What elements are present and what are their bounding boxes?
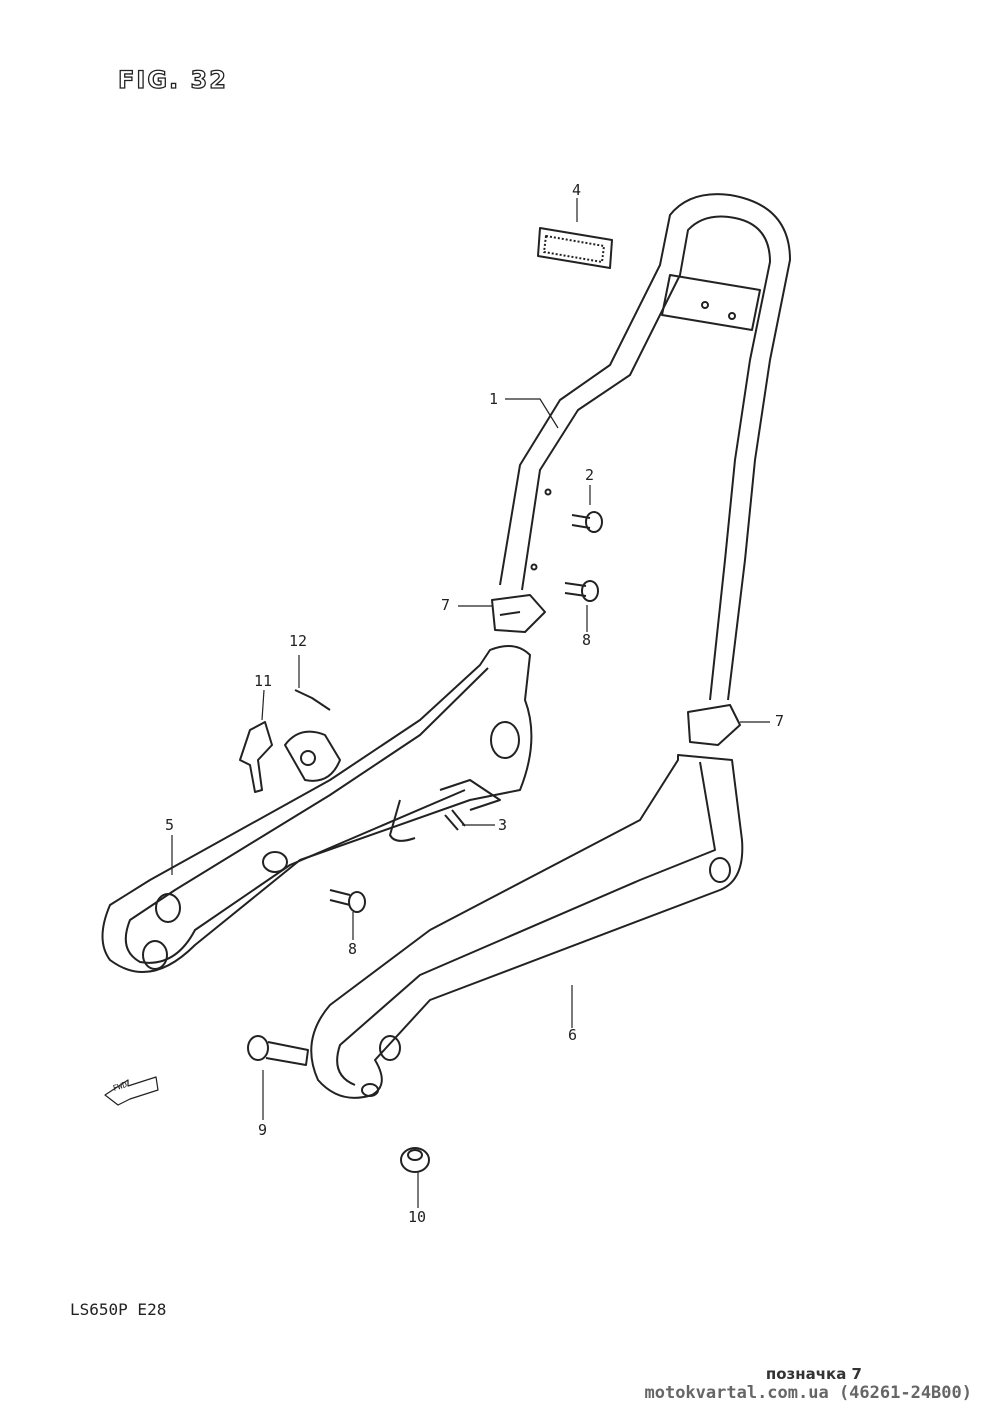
callout-leader-lines [171, 198, 770, 1208]
callout-12: 12 [289, 632, 308, 650]
forward-arrow-icon [104, 1076, 159, 1106]
callout-7-right: 7 [775, 712, 785, 730]
left-stay-part-5 [101, 645, 533, 973]
bolt-part-3 [444, 809, 466, 831]
reference-label: позначка 7 [765, 1365, 862, 1383]
callout-5: 5 [165, 816, 175, 834]
callout-2: 2 [585, 466, 595, 484]
callout-8-lower: 8 [348, 940, 358, 958]
bolt-part-2 [571, 511, 603, 533]
cushion-part-7-right [687, 704, 741, 746]
callout-8-upper: 8 [582, 631, 592, 649]
callout-10: 10 [408, 1208, 427, 1226]
cushion-part-7-left [491, 594, 546, 633]
site-watermark: motokvartal.com.ua (46261-24B00) [644, 1383, 972, 1403]
figure-title: FIG. 32 [117, 65, 228, 94]
callout-11: 11 [254, 672, 273, 690]
callout-3: 3 [498, 816, 508, 834]
callout-7-left: 7 [441, 596, 451, 614]
bolt-part-8-lower [329, 889, 366, 913]
bolt-part-8-upper [564, 580, 599, 602]
callout-4: 4 [572, 181, 582, 199]
emblem-part-4 [537, 227, 613, 269]
clamp-and-switch-parts-11-12 [239, 689, 341, 793]
callout-6: 6 [568, 1026, 578, 1044]
callout-9: 9 [258, 1121, 268, 1139]
model-code: LS650P E28 [70, 1300, 167, 1319]
backrest-bar-part-1 [499, 193, 791, 701]
right-stay-part-6 [310, 754, 744, 1099]
callout-1: 1 [489, 390, 499, 408]
collar-part-10 [400, 1147, 430, 1173]
bolt-part-9 [247, 1035, 309, 1066]
